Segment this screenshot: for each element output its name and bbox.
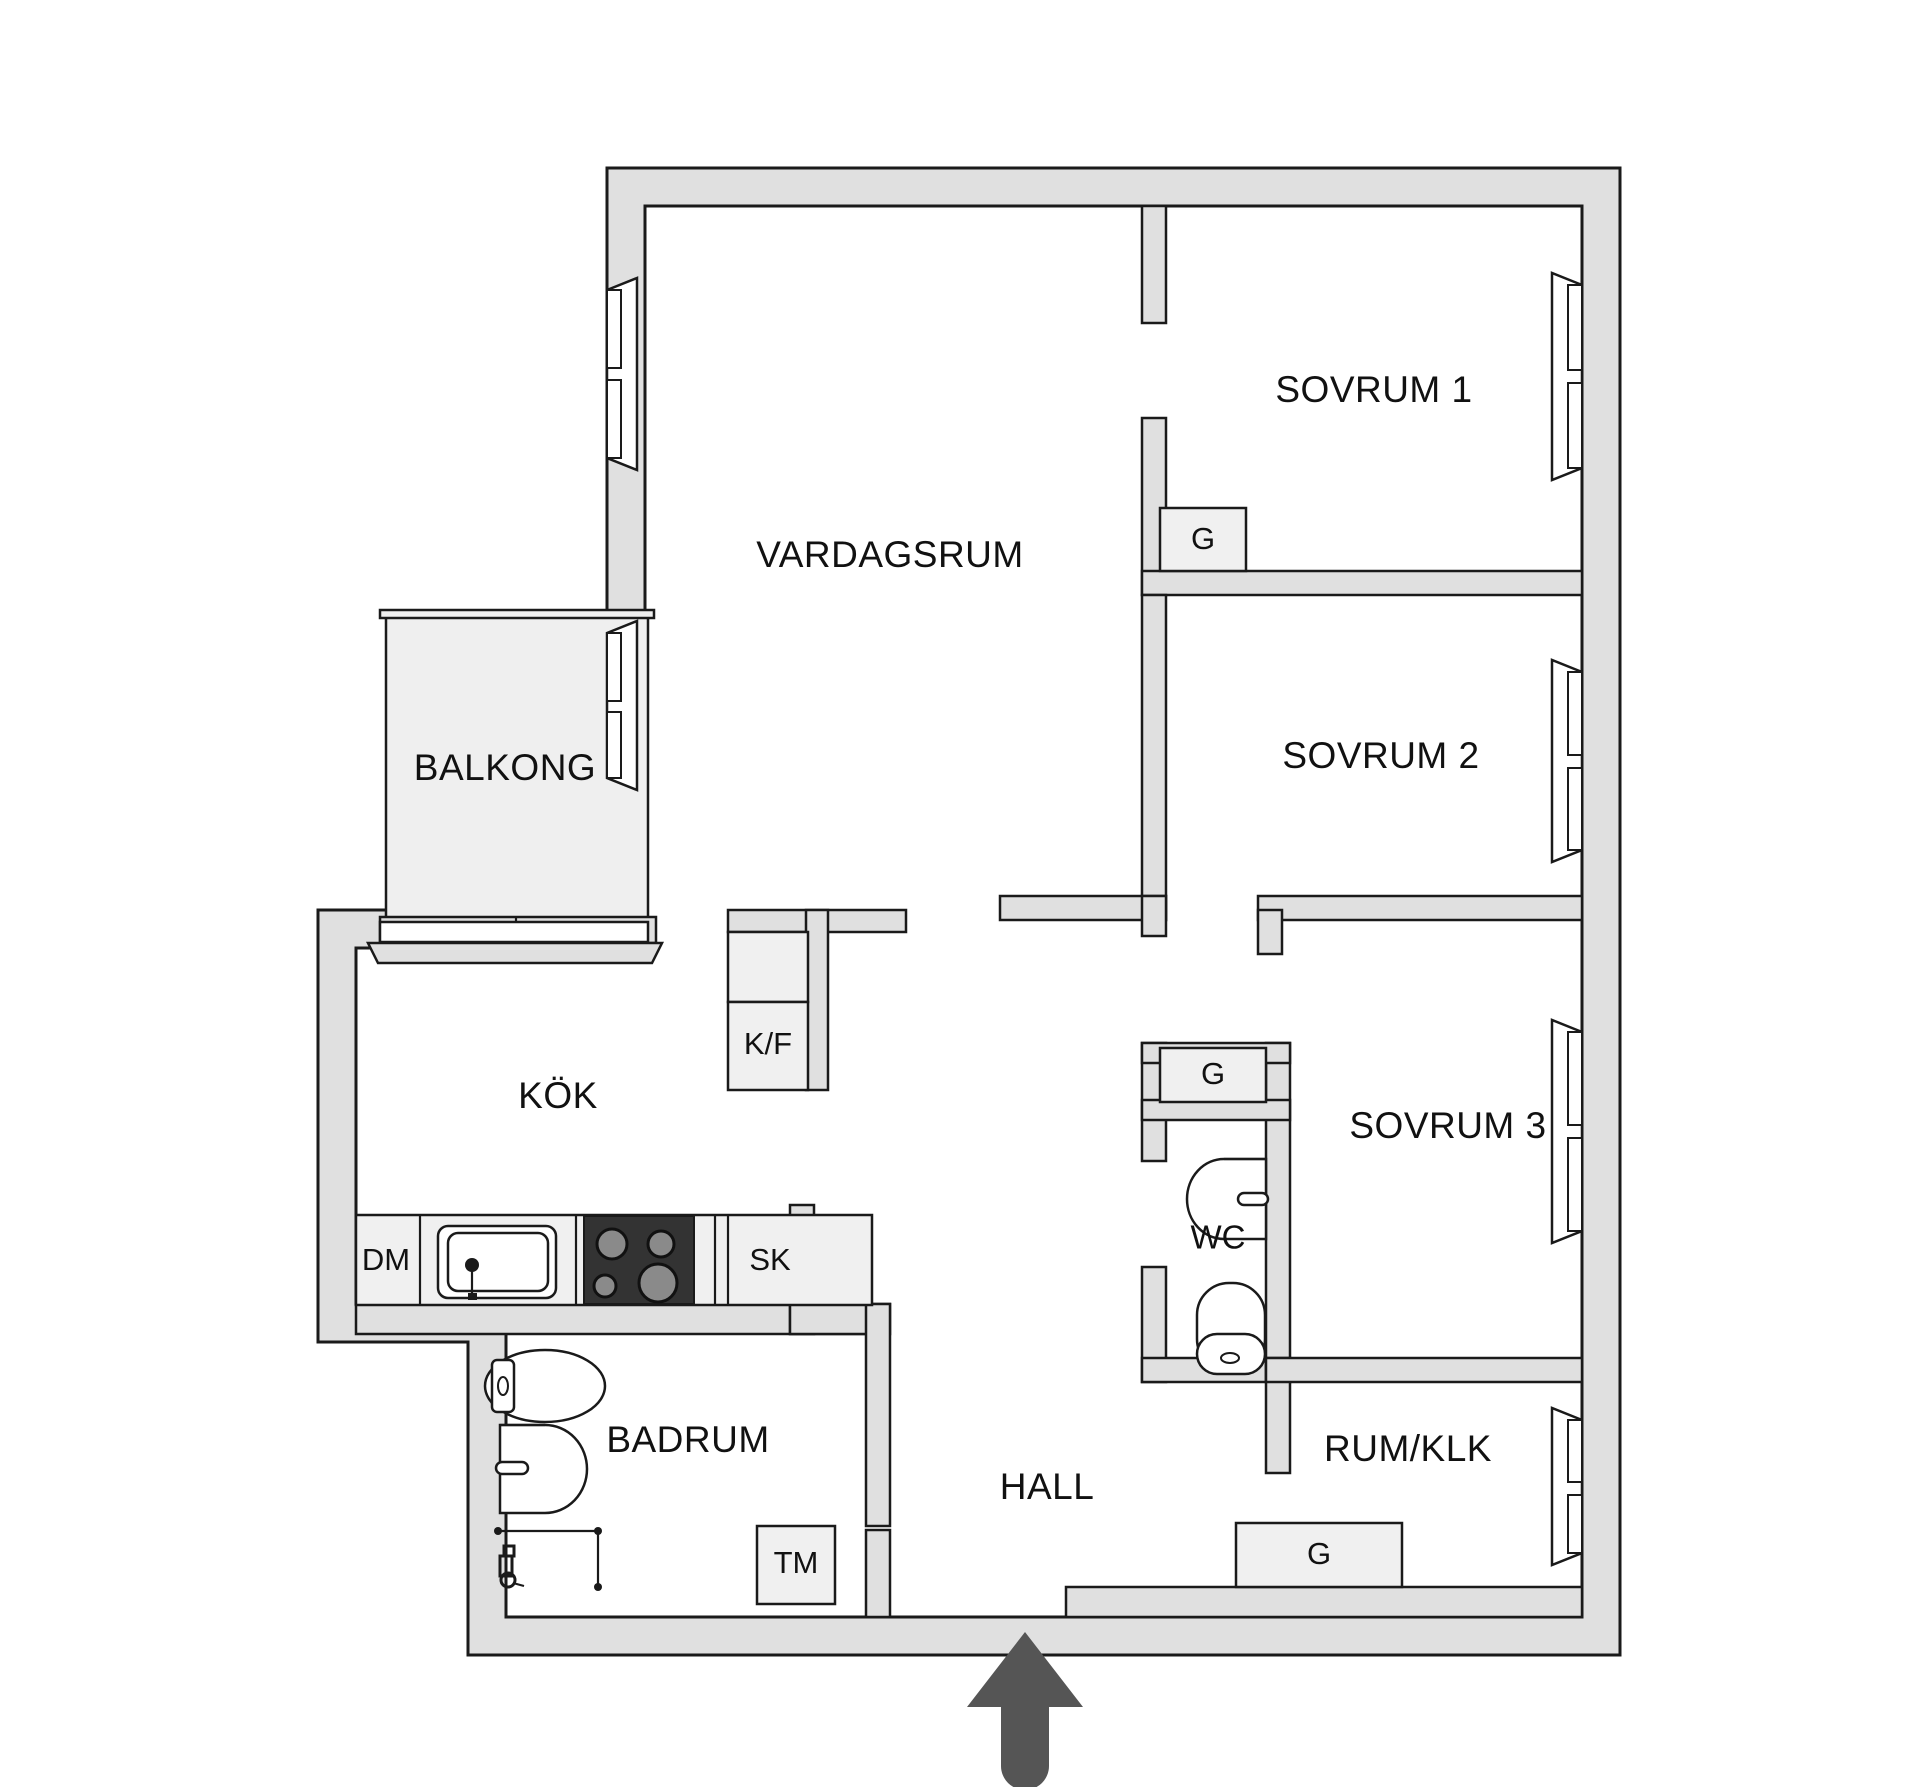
room-label-rumklk: RUM/KLK — [1324, 1428, 1492, 1469]
room-label-hall: HALL — [1000, 1466, 1095, 1507]
room-label-badrum: BADRUM — [606, 1419, 769, 1460]
room-label-sovrum1: SOVRUM 1 — [1275, 369, 1472, 410]
window-vardagsrum-left-upper — [605, 276, 639, 472]
window-rumklk-right — [1550, 1406, 1584, 1567]
fixture-label: G — [1191, 521, 1215, 556]
interior-walls — [354, 204, 1584, 1619]
room-label-balkong: BALKONG — [414, 747, 596, 788]
window-sovrum3-right — [1550, 1018, 1584, 1245]
room-label-sovrum3: SOVRUM 3 — [1349, 1105, 1546, 1146]
fixture-label: SK — [749, 1242, 791, 1277]
badrum-sink — [494, 1423, 589, 1515]
fixture-label: TM — [774, 1545, 819, 1580]
wc-toilet — [1195, 1281, 1267, 1376]
balcony-door — [378, 920, 650, 944]
badrum-toilet — [483, 1348, 607, 1424]
window-sovrum2-right — [1550, 658, 1584, 864]
room-label-kok: KÖK — [518, 1075, 598, 1116]
window-vardagsrum-left-lower — [605, 619, 639, 792]
fixture-tumble-dryer: TM — [755, 1524, 837, 1606]
kitchen-stove — [583, 1215, 695, 1305]
wc-sink — [1185, 1157, 1270, 1241]
fixture-kitchen-cabinet: SK — [749, 1242, 791, 1277]
fixture-label: G — [1201, 1056, 1225, 1091]
fixture-dishwasher: DM — [362, 1242, 410, 1277]
fixture-fridge-freezer: K/F — [726, 930, 810, 1092]
fixture-label: K/F — [744, 1026, 792, 1061]
fixture-closet-wc: G — [1158, 1046, 1268, 1104]
room-label-wc: WC — [1191, 1219, 1246, 1256]
room-label-vardagsrum: VARDAGSRUM — [756, 534, 1023, 575]
entrance-arrow-icon — [967, 1632, 1083, 1787]
kitchen-sink — [436, 1224, 558, 1300]
window-sovrum1-right — [1550, 271, 1584, 482]
badrum-shower — [494, 1527, 602, 1591]
fixture-closet-rumklk: G — [1234, 1521, 1404, 1589]
fixture-label: G — [1307, 1536, 1331, 1571]
fixture-label: DM — [362, 1242, 410, 1277]
shower-mixer — [498, 1544, 525, 1589]
fixture-closet-sovrum1: G — [1158, 506, 1248, 573]
room-label-sovrum2: SOVRUM 2 — [1282, 735, 1479, 776]
